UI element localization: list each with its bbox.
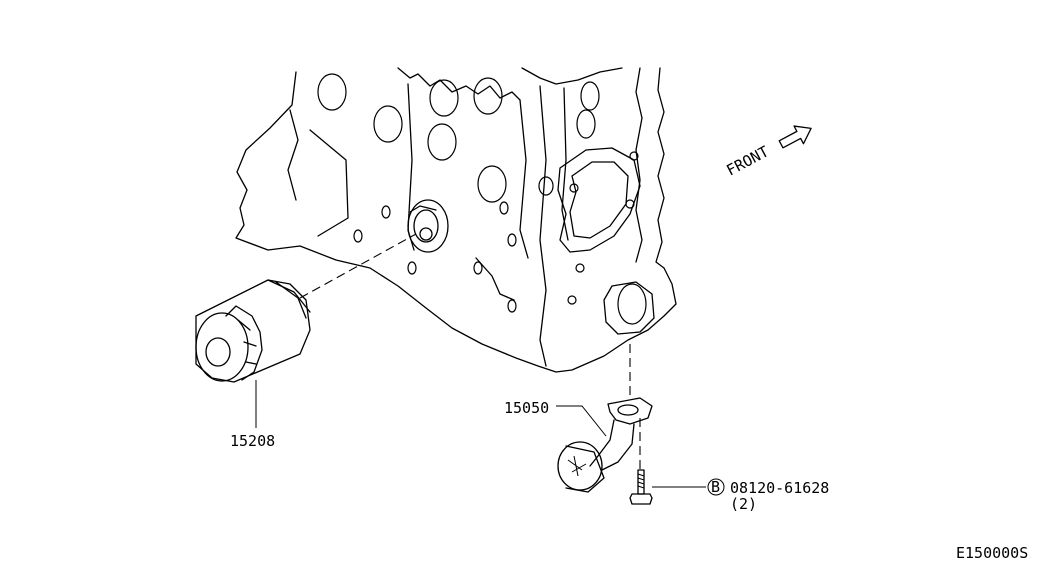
bolt-marker-circle (707, 478, 725, 496)
oil-filter[interactable] (195, 279, 311, 383)
oil-filter-label: 15208 (230, 432, 275, 450)
bolt-marker: B (711, 478, 720, 496)
engine-block (235, 67, 677, 373)
diagram-id: E150000S (956, 544, 1028, 562)
leader-lines (255, 380, 706, 488)
bolt-qty-label: (2) (730, 495, 757, 513)
front-label: FRONT (723, 142, 771, 179)
bolt-callout: B 08120-61628 (2) (707, 478, 829, 513)
filter-alignment-line (299, 233, 417, 299)
front-arrow: FRONT (723, 125, 812, 180)
bolt[interactable] (629, 469, 653, 505)
front-arrow-icon (778, 125, 812, 149)
bolt-part-label: 08120-61628 (730, 479, 829, 497)
alignment-lines (299, 233, 641, 470)
strainer-label: 15050 (504, 399, 549, 417)
oil-strainer[interactable] (557, 397, 653, 493)
